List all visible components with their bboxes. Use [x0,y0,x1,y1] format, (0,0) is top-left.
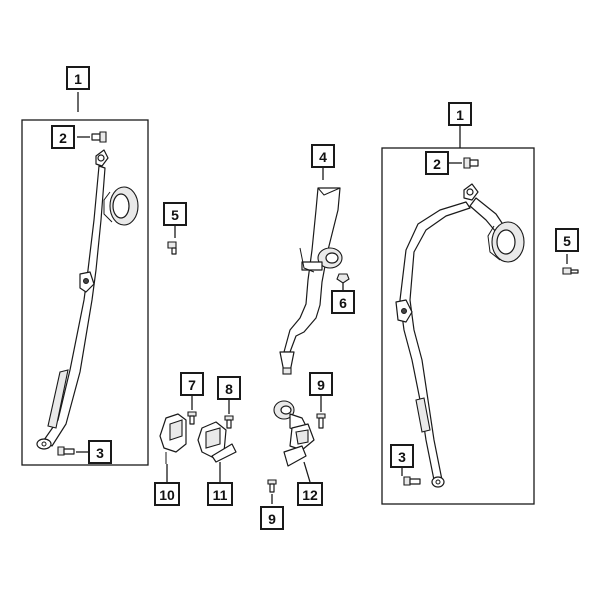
callout-number: 1 [74,71,82,87]
right-lower-bolt[interactable] [401,468,421,486]
callout-box [154,482,180,506]
right-belt-retractor[interactable] [395,183,525,488]
callout-number: 11 [213,487,228,503]
callout-number: 2 [59,130,67,146]
callout-number: 12 [302,487,318,503]
callout-c1b: 1 [448,102,472,126]
callout-box [66,66,90,90]
callout-box [217,376,241,400]
left-belt-assembly-group [21,92,149,466]
bolt-7[interactable] [187,396,197,425]
callout-box [448,102,472,126]
left-assembly-frame [21,119,149,466]
callout-c7: 7 [180,372,204,396]
callout-c2b: 2 [425,151,449,175]
callout-c3b: 3 [390,444,414,468]
left-upper-bolt[interactable] [77,131,107,143]
callout-box [297,482,323,506]
callout-c5a: 5 [163,202,187,226]
callout-c9a: 9 [309,372,333,396]
right-upper-bolt[interactable] [448,157,479,169]
callout-number: 4 [319,149,327,165]
callout-number: 8 [225,381,233,397]
callout-c9b: 9 [260,506,284,530]
left-belt-retractor[interactable] [36,149,139,450]
callout-c11: 11 [207,482,233,506]
nut-6[interactable] [336,273,350,290]
buckle-11[interactable] [197,421,237,482]
callout-c3a: 3 [88,440,112,464]
callout-box [88,440,112,464]
callout-box [309,372,333,396]
bolt-9-upper[interactable] [316,396,326,429]
callout-number: 3 [96,445,104,461]
callout-c8: 8 [217,376,241,400]
callout-box [331,290,355,314]
callout-number: 7 [188,377,196,393]
callout-c5b: 5 [555,228,579,252]
callout-number: 5 [171,207,179,223]
callout-number: 5 [563,233,571,249]
callout-number: 1 [456,107,464,123]
right-assembly-frame [381,147,535,505]
callout-box [555,228,579,252]
callout-box [425,151,449,175]
callout-c12: 12 [297,482,323,506]
left-lower-bolt[interactable] [57,446,90,456]
callout-number: 10 [159,487,175,503]
right-bolt-5[interactable] [562,254,579,275]
callout-box [311,144,335,168]
callout-number: 2 [433,156,441,172]
callout-number: 3 [398,449,406,465]
callout-box [260,506,284,530]
bolt-8[interactable] [224,400,234,429]
callout-number: 6 [339,295,347,311]
callout-box [163,202,187,226]
center-belt-assembly[interactable] [279,168,343,375]
callout-box [390,444,414,468]
buckle-10[interactable] [159,413,187,482]
callout-c1a: 1 [66,66,90,90]
callout-box [51,125,75,149]
bolt-9-lower[interactable] [267,479,277,504]
callout-box [180,372,204,396]
callout-c4: 4 [311,144,335,168]
callout-c10: 10 [154,482,180,506]
buckle-12[interactable] [273,400,315,483]
callout-box [207,482,233,506]
callout-c6: 6 [331,290,355,314]
callout-number: 9 [317,377,325,393]
callout-number: 9 [268,511,276,527]
left-bolt-5[interactable] [167,226,177,255]
callout-c2a: 2 [51,125,75,149]
right-belt-assembly-group [381,126,535,505]
